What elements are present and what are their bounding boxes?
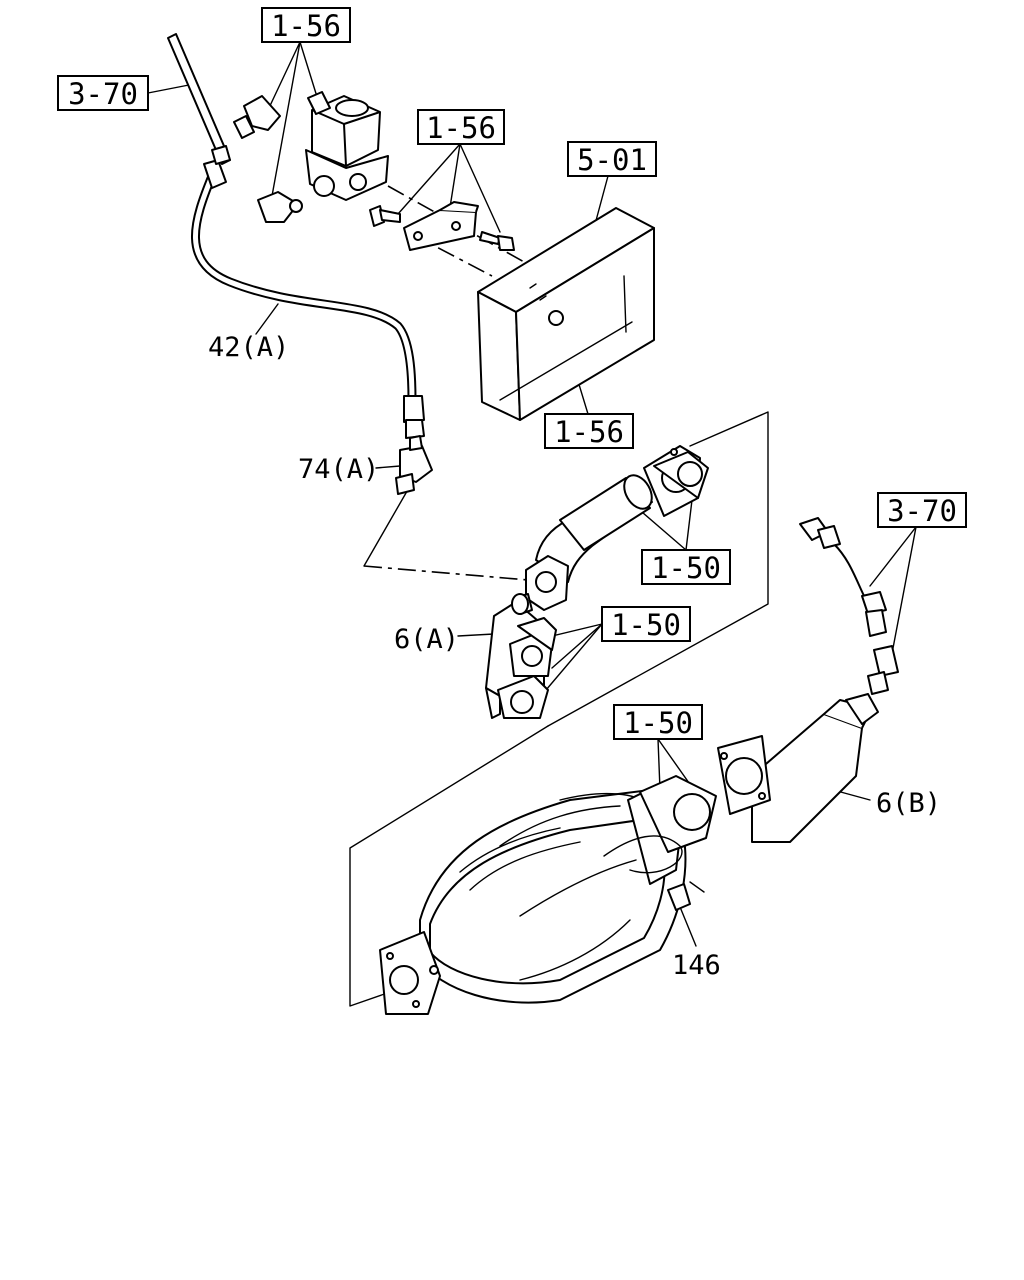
ref-label: 1-56 bbox=[271, 9, 341, 43]
ref-label: 1-50 bbox=[611, 608, 681, 642]
bolt-left bbox=[369, 205, 401, 227]
dpf-muffler-assembly bbox=[379, 775, 717, 1015]
ref-box-1-56-bracket[interactable]: 1-56 bbox=[417, 109, 505, 145]
exhaust-temperature-sensor-right bbox=[799, 517, 899, 695]
ref-box-1-50-elbow[interactable]: 1-50 bbox=[601, 606, 691, 642]
part-label-6b: 6(B) bbox=[876, 788, 941, 819]
frame-rail bbox=[477, 207, 655, 421]
bolt-right bbox=[479, 231, 515, 251]
tee-fitting-74a bbox=[395, 435, 433, 495]
hose-42a bbox=[191, 145, 425, 439]
part-label-42a: 42(A) bbox=[208, 332, 289, 363]
ref-label: 1-56 bbox=[554, 415, 624, 449]
ref-box-1-50-dpf[interactable]: 1-50 bbox=[613, 704, 703, 740]
part-label-6a: 6(A) bbox=[394, 624, 459, 655]
ref-box-5-01[interactable]: 5-01 bbox=[567, 141, 657, 177]
part-label-74a: 74(A) bbox=[298, 454, 379, 485]
ref-box-1-56-bottom[interactable]: 1-56 bbox=[544, 413, 634, 449]
ref-label: 5-01 bbox=[577, 143, 647, 177]
ref-label: 3-70 bbox=[887, 494, 957, 528]
egr-valve-actuator bbox=[305, 91, 389, 201]
ref-label: 3-70 bbox=[68, 77, 138, 111]
mounting-bracket bbox=[403, 201, 479, 251]
exhaust-elbow-6a bbox=[485, 593, 557, 719]
ref-label: 1-50 bbox=[623, 706, 693, 740]
ref-box-1-56-top[interactable]: 1-56 bbox=[261, 7, 351, 43]
ref-box-3-70-left[interactable]: 3-70 bbox=[57, 75, 149, 111]
ref-box-1-50-pipe[interactable]: 1-50 bbox=[641, 549, 731, 585]
exhaust-temperature-sensor-rod bbox=[167, 33, 231, 165]
exhaust-pipe-catalyst bbox=[525, 445, 709, 611]
elbow-fitting-lower bbox=[257, 191, 303, 223]
part-label-146: 146 bbox=[672, 950, 721, 981]
ref-box-3-70-right[interactable]: 3-70 bbox=[877, 492, 967, 528]
exhaust-elbow-6b bbox=[717, 693, 879, 843]
ref-label: 1-50 bbox=[651, 551, 721, 585]
elbow-fitting-upper bbox=[233, 95, 281, 139]
ref-label: 1-56 bbox=[426, 111, 496, 145]
